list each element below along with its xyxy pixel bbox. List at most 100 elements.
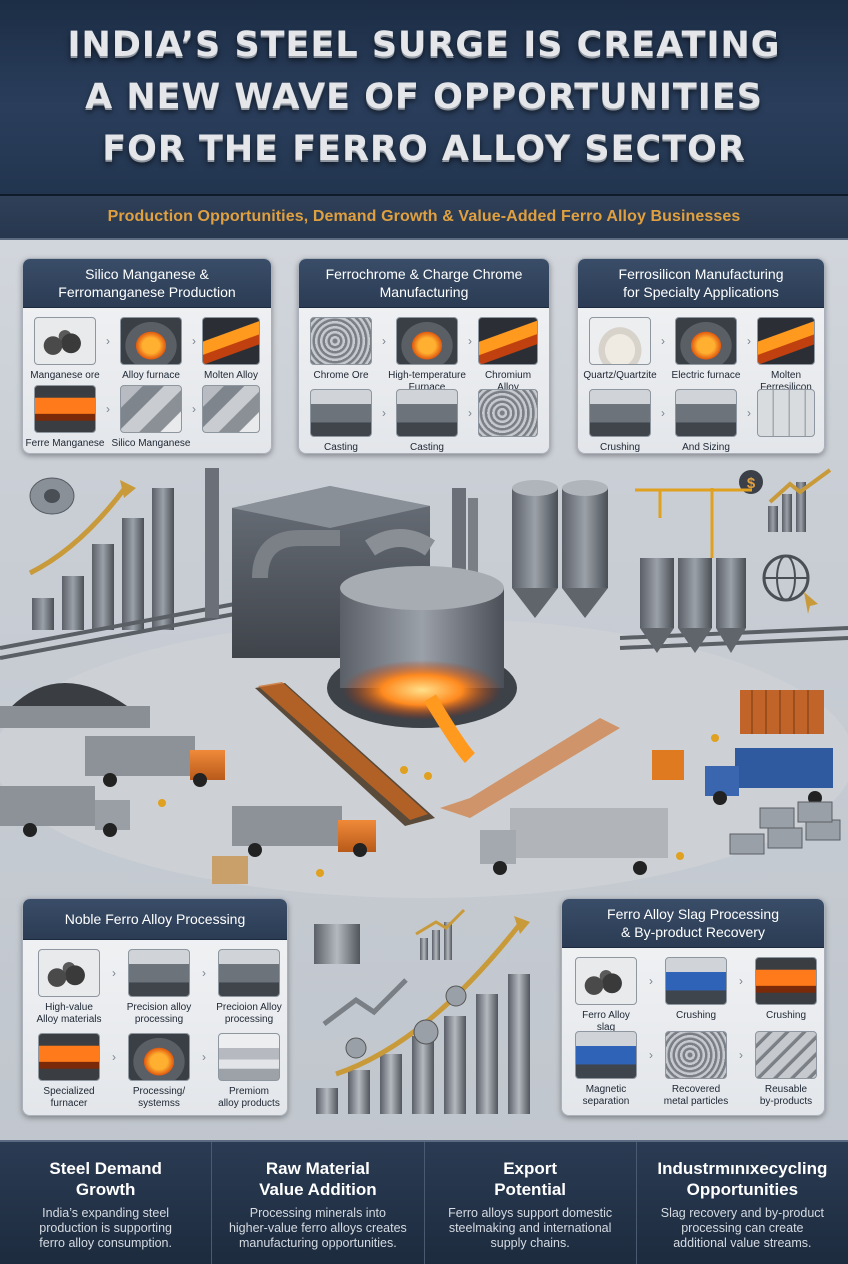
process-row: Magnetic separation › Recovered metal pa… bbox=[568, 1031, 824, 1108]
furnace-image bbox=[120, 317, 182, 365]
bagged-product-image bbox=[757, 389, 815, 437]
step-label: High-temperature Furnace bbox=[388, 370, 466, 393]
process-row: Specialized furnacer › Processing/ syste… bbox=[31, 1033, 287, 1110]
furnace bbox=[327, 566, 517, 763]
step-label: Premiom alloy products bbox=[218, 1086, 280, 1109]
step-label: Crushing bbox=[675, 1010, 717, 1021]
step-label: Alloy furnace bbox=[122, 370, 180, 381]
process-row: Crushing › And Sizing › bbox=[584, 389, 816, 453]
manganese-ore-image bbox=[34, 317, 96, 365]
precision-processing-image bbox=[128, 949, 190, 997]
chevron-right-icon: › bbox=[382, 406, 386, 420]
chevron-right-icon: › bbox=[382, 334, 386, 348]
process-step: Crushing bbox=[658, 957, 734, 1022]
process-step: Chromium Alloy bbox=[477, 317, 539, 394]
step-label: Reusable by-products bbox=[759, 1084, 813, 1107]
crushing-image bbox=[755, 957, 817, 1005]
footer-column-value-addition: Raw Material Value Addition Processing m… bbox=[212, 1142, 425, 1264]
silico-manganese-image bbox=[120, 385, 182, 433]
truck bbox=[0, 786, 130, 837]
step-label: Crushing bbox=[765, 1010, 807, 1021]
crane bbox=[635, 488, 752, 558]
ferro-manganese-image bbox=[34, 385, 96, 433]
sizing-machine-image bbox=[675, 389, 737, 437]
crusher-image bbox=[589, 389, 651, 437]
process-step: Precision alloy processing bbox=[121, 949, 197, 1026]
chevron-right-icon: › bbox=[202, 1050, 206, 1064]
furnace-image bbox=[396, 317, 458, 365]
quartz-image bbox=[589, 317, 651, 365]
footer-heading: Export Potential bbox=[494, 1159, 567, 1199]
panel-ferrosilicon: Ferrosilicon Manufacturing for Specialty… bbox=[577, 258, 825, 454]
footer-text: Ferro alloys support domestic steelmakin… bbox=[448, 1206, 613, 1250]
casting-image bbox=[396, 389, 458, 437]
footer-text: India’s expanding steel production is su… bbox=[39, 1206, 172, 1250]
step-label: Manganese ore bbox=[30, 370, 100, 381]
process-step: Chrome Ore bbox=[305, 317, 377, 382]
footer-heading: Industrmınıxecycling Opportunities bbox=[657, 1159, 828, 1199]
truck bbox=[705, 748, 833, 805]
panel-noble-ferro-alloy: Noble Ferro Alloy Processing High-value … bbox=[22, 898, 288, 1116]
process-step bbox=[477, 389, 539, 437]
process-step: Molten Alloy bbox=[201, 317, 261, 382]
step-label: Chromium Alloy bbox=[484, 370, 532, 393]
chevron-right-icon: › bbox=[747, 406, 751, 420]
chrome-alloy-chips-image bbox=[478, 389, 538, 437]
chevron-right-icon: › bbox=[649, 1048, 653, 1062]
step-label: Silico Manganese bbox=[111, 438, 191, 449]
truck bbox=[232, 806, 376, 857]
process-step: High-temperature Furnace bbox=[388, 317, 466, 394]
chevron-right-icon: › bbox=[661, 334, 665, 348]
truck bbox=[480, 808, 668, 875]
step-label: Ferre Manganese bbox=[25, 438, 105, 449]
chevron-right-icon: › bbox=[106, 402, 110, 416]
ingot-stacks bbox=[729, 801, 841, 855]
process-step: Molten Ferresilicon bbox=[756, 317, 816, 394]
process-step: Crushing bbox=[584, 389, 656, 453]
step-label: Electric furnace bbox=[671, 370, 741, 381]
process-step: Silico Manganese bbox=[112, 385, 190, 450]
step-label: And Sizing bbox=[682, 442, 730, 453]
process-step: Casting bbox=[391, 389, 463, 453]
process-step: Processing/ systemss bbox=[121, 1033, 197, 1110]
process-step: Premiom alloy products bbox=[211, 1033, 287, 1110]
process-row: Casting › Casting › bbox=[305, 389, 539, 453]
panel-slag-processing: Ferro Alloy Slag Processing & By-product… bbox=[561, 898, 825, 1116]
reusable-byproducts-image bbox=[755, 1031, 817, 1079]
process-step: Quartz/Quartzite bbox=[583, 317, 657, 382]
shipping-container bbox=[740, 690, 824, 734]
process-row: Chrome Ore › High-temperature Furnace › … bbox=[305, 317, 539, 394]
processing-systems-image bbox=[128, 1033, 190, 1081]
process-step: Casting bbox=[305, 389, 377, 453]
chrome-ore-image bbox=[310, 317, 372, 365]
footer-column-steel-demand: Steel Demand Growth India’s expanding st… bbox=[0, 1142, 213, 1264]
step-label: High-value Alloy materials bbox=[36, 1002, 102, 1025]
truck bbox=[85, 736, 225, 787]
process-step bbox=[756, 389, 816, 437]
process-step: Reusable by-products bbox=[748, 1031, 824, 1108]
process-step: High-value Alloy materials bbox=[31, 949, 107, 1026]
dollar-icon: $ bbox=[747, 475, 756, 492]
process-row: Ferre Manganese › Silico Manganese › bbox=[26, 385, 261, 450]
silos bbox=[512, 480, 746, 653]
page-subtitle: Production Opportunities, Demand Growth … bbox=[0, 196, 848, 240]
ingot-stack-icon bbox=[314, 924, 360, 964]
panel-title: Silico Manganese & Ferromanganese Produc… bbox=[23, 259, 271, 308]
crusher-image bbox=[665, 957, 727, 1005]
step-label: Molten Ferresilicon bbox=[760, 370, 812, 393]
chevron-right-icon: › bbox=[468, 406, 472, 420]
process-step: Ferro Alloy slag bbox=[568, 957, 644, 1034]
step-label: Molten Alloy bbox=[204, 370, 258, 381]
process-step bbox=[201, 385, 261, 433]
panel-title: Ferrochrome & Charge Chrome Manufacturin… bbox=[299, 259, 549, 308]
chevron-right-icon: › bbox=[468, 334, 472, 348]
chevron-right-icon: › bbox=[106, 334, 110, 348]
specialized-furnace-image bbox=[38, 1033, 100, 1081]
process-step: Recovered metal particles bbox=[658, 1031, 734, 1108]
footer-text: Processing minerals into higher-value fe… bbox=[228, 1206, 407, 1250]
panel-title: Ferrosilicon Manufacturing for Specialty… bbox=[578, 259, 824, 308]
chevron-right-icon: › bbox=[739, 974, 743, 988]
finance-icons: $ bbox=[739, 468, 832, 614]
process-row: Quartz/Quartzite › Electric furnace › Mo… bbox=[583, 317, 816, 394]
footer-text: Slag recovery and by-product processing … bbox=[660, 1206, 825, 1250]
